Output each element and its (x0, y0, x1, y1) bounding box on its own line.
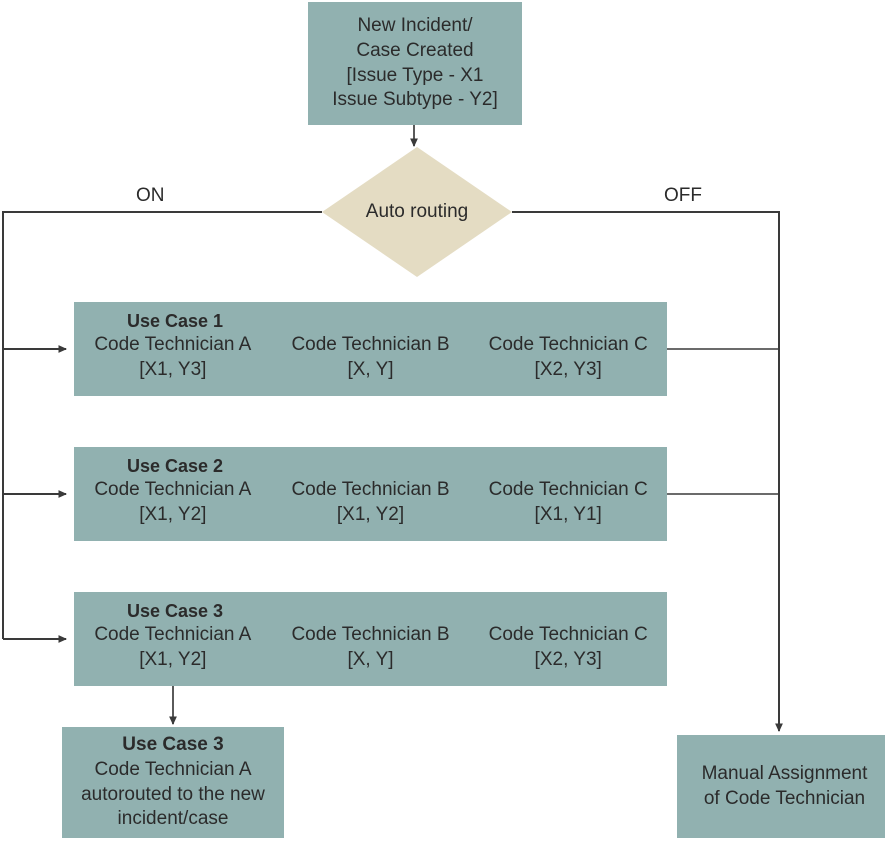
use-case-2-tech-c-name: Code Technician C (488, 479, 648, 501)
use-case-1-tech-a-name: Code Technician A (94, 334, 252, 356)
use-case-3-tech-b-code: [X, Y] (347, 649, 394, 671)
start-line-4: Issue Subtype - Y2] (332, 89, 498, 111)
result-line-3: incident/case (117, 808, 229, 830)
branch-label-on: ON (136, 185, 165, 206)
node-new-incident-case-created[interactable]: New Incident/ Case Created [Issue Type -… (308, 2, 522, 125)
use-case-1-tech-a-code: [X1, Y3] (139, 359, 207, 381)
node-use-case-3[interactable]: Use Case 3 Code Technician A [X1, Y2] Co… (74, 592, 667, 686)
node-autoroute-result[interactable]: Use Case 3 Code Technician A autorouted … (62, 727, 284, 838)
node-decision-auto-routing[interactable]: Auto routing (322, 147, 512, 277)
use-case-3-tech-c-name: Code Technician C (488, 624, 648, 646)
manual-line-1: Manual Assignment (701, 762, 868, 784)
use-case-2-title: Use Case 2 (126, 456, 224, 476)
result-title: Use Case 3 (122, 734, 224, 756)
use-case-3-column-a: Code Technician A [X1, Y2] (74, 623, 272, 672)
use-case-3-title: Use Case 3 (126, 601, 224, 621)
use-case-1-columns: Code Technician A [X1, Y3] Code Technici… (74, 333, 667, 382)
use-case-3-column-c: Code Technician C [X2, Y3] (469, 623, 667, 672)
use-case-1-column-c: Code Technician C [X2, Y3] (469, 333, 667, 382)
start-line-2: Case Created (356, 39, 474, 61)
use-case-1-tech-c-name: Code Technician C (488, 334, 648, 356)
start-line-1: New Incident/ (357, 15, 473, 37)
use-case-2-column-b: Code Technician B [X1, Y2] (272, 478, 470, 527)
use-case-1-column-b: Code Technician B [X, Y] (272, 333, 470, 382)
use-case-3-column-b: Code Technician B [X, Y] (272, 623, 470, 672)
use-case-2-tech-b-name: Code Technician B (291, 479, 450, 501)
decision-label: Auto routing (365, 200, 469, 222)
use-case-1-tech-b-name: Code Technician B (291, 334, 450, 356)
use-case-3-columns: Code Technician A [X1, Y2] Code Technici… (74, 623, 667, 672)
use-case-2-tech-a-code: [X1, Y2] (139, 504, 207, 526)
use-case-2-tech-b-code: [X1, Y2] (336, 504, 405, 526)
use-case-2-column-a: Code Technician A [X1, Y2] (74, 478, 272, 527)
node-use-case-1[interactable]: Use Case 1 Code Technician A [X1, Y3] Co… (74, 302, 667, 396)
result-line-2: autorouted to the new (81, 783, 265, 805)
use-case-3-tech-c-code: [X2, Y3] (534, 649, 602, 671)
node-use-case-2[interactable]: Use Case 2 Code Technician A [X1, Y2] Co… (74, 447, 667, 541)
branch-label-off: OFF (664, 185, 702, 206)
manual-line-2: of Code Technician (703, 787, 866, 809)
use-case-1-column-a: Code Technician A [X1, Y3] (74, 333, 272, 382)
result-line-1: Code Technician A (94, 758, 252, 780)
use-case-3-tech-b-name: Code Technician B (291, 624, 450, 646)
start-line-3: [Issue Type - X1 (346, 64, 484, 86)
use-case-1-tech-c-code: [X2, Y3] (534, 359, 602, 381)
node-manual-assignment[interactable]: Manual Assignment of Code Technician (677, 735, 885, 838)
use-case-2-column-c: Code Technician C [X1, Y1] (469, 478, 667, 527)
use-case-2-tech-a-name: Code Technician A (94, 479, 252, 501)
use-case-2-columns: Code Technician A [X1, Y2] Code Technici… (74, 478, 667, 527)
use-case-3-tech-a-name: Code Technician A (94, 624, 252, 646)
use-case-3-tech-a-code: [X1, Y2] (139, 649, 207, 671)
use-case-1-title: Use Case 1 (126, 311, 224, 331)
use-case-1-tech-b-code: [X, Y] (347, 359, 394, 381)
use-case-2-tech-c-code: [X1, Y1] (534, 504, 602, 526)
